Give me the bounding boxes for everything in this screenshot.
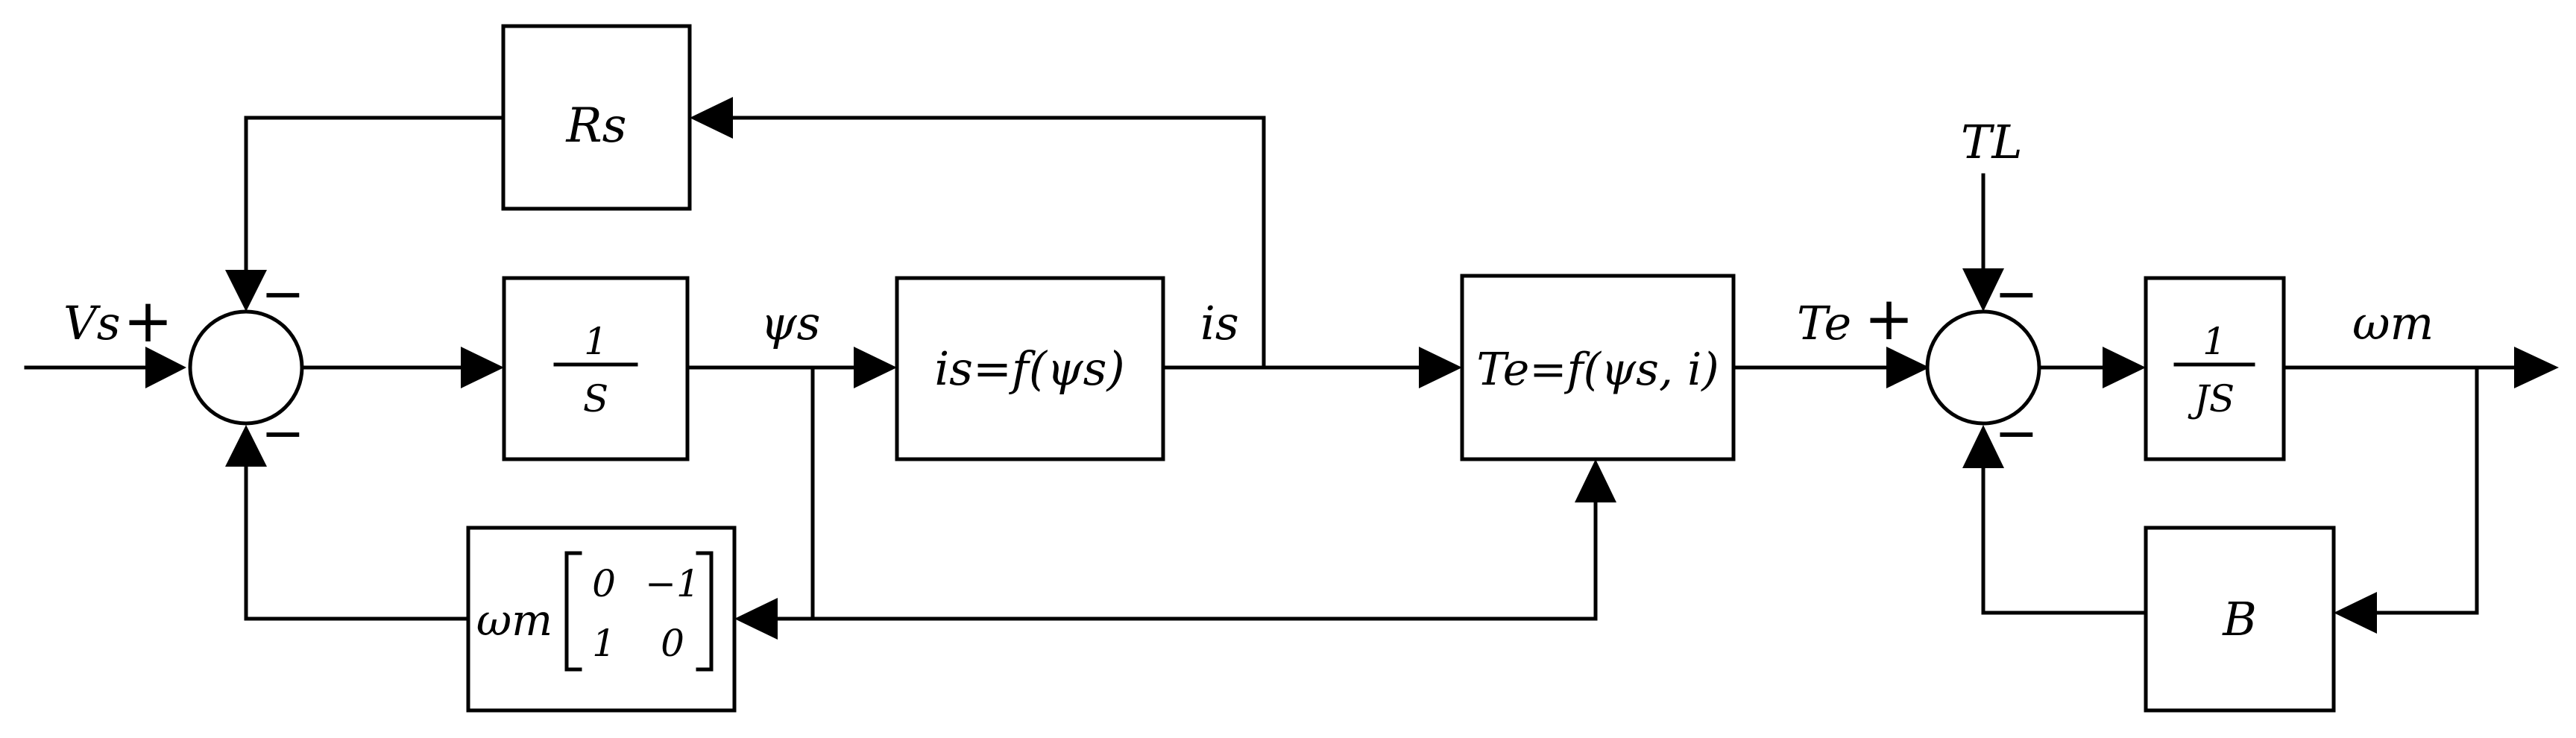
- mech-numerator: 1: [2202, 320, 2226, 363]
- sign-sum2-top-minus: −: [1994, 263, 2038, 324]
- arrow-integrator-in: [461, 347, 504, 388]
- block-rs: [501, 24, 692, 211]
- matrix-m11: 0: [592, 562, 616, 605]
- block-torque-function: [1460, 274, 1736, 461]
- signal-vs-label: Vs: [63, 296, 121, 350]
- signal-te-label: Te: [1797, 296, 1851, 350]
- signal-psi-label: ψs: [760, 296, 820, 350]
- matrix-left-bracket: [564, 551, 582, 672]
- arrow-rs-in: [690, 97, 733, 139]
- sign-sum1-top-minus: −: [261, 263, 305, 324]
- arrow-current-in: [854, 347, 897, 388]
- matrix-m22: 0: [661, 622, 684, 665]
- arrow-sum2-in: [1886, 347, 1930, 388]
- wires: [24, 116, 2515, 621]
- block-integrator: [502, 276, 690, 461]
- block-friction: [2144, 526, 2336, 713]
- arrow-sum1-top: [225, 270, 267, 312]
- cross-omega-label: ωm: [476, 595, 552, 646]
- summing-junction-1: [188, 309, 304, 426]
- arrow-wm-out: [2514, 347, 2559, 388]
- mech-denominator: JS: [2188, 377, 2235, 420]
- block-mechanical: [2144, 276, 2286, 461]
- sign-sum2-plus: +: [1864, 284, 1914, 353]
- matrix-m21: 1: [592, 622, 616, 665]
- rs-label: Rs: [565, 98, 626, 154]
- torque-function-label: Te=f(ψs, i): [1476, 344, 1719, 396]
- cross-coupling-matrix: ωm 0 −1 1 0: [476, 551, 714, 672]
- matrix-right-bracket: [696, 551, 714, 672]
- arrow-torque-in: [1419, 347, 1462, 388]
- signal-tl-label: TL: [1961, 115, 2023, 169]
- arrow-sum2-bottom: [1962, 425, 2004, 468]
- arrow-torque-bottom: [1575, 459, 1616, 502]
- arrow-mech-in: [2103, 347, 2146, 388]
- friction-label: B: [2222, 592, 2257, 646]
- block-current-function: [895, 276, 1165, 461]
- current-function-label: is=f(ψs): [934, 341, 1124, 396]
- summing-junction-2: [1925, 309, 2041, 426]
- signal-is-label: is: [1200, 296, 1239, 350]
- arrow-b-in: [2334, 592, 2377, 634]
- integrator-numerator: 1: [584, 320, 608, 363]
- sign-sum1-plus: +: [123, 286, 173, 356]
- arrow-cross-in: [734, 598, 778, 640]
- arrow-sum1-bottom: [225, 425, 267, 467]
- integrator-denominator: S: [583, 377, 608, 420]
- block-cross-coupling: [466, 526, 737, 713]
- arrow-vs: [145, 347, 186, 388]
- arrow-sum2-top: [1962, 268, 2004, 312]
- sign-sum2-bottom-minus: −: [1994, 403, 2038, 464]
- signal-wm-label: ωm: [2352, 296, 2434, 350]
- arrowheads: [145, 97, 2559, 640]
- sign-sum1-bottom-minus: −: [261, 403, 305, 464]
- matrix-m12: −1: [645, 562, 700, 605]
